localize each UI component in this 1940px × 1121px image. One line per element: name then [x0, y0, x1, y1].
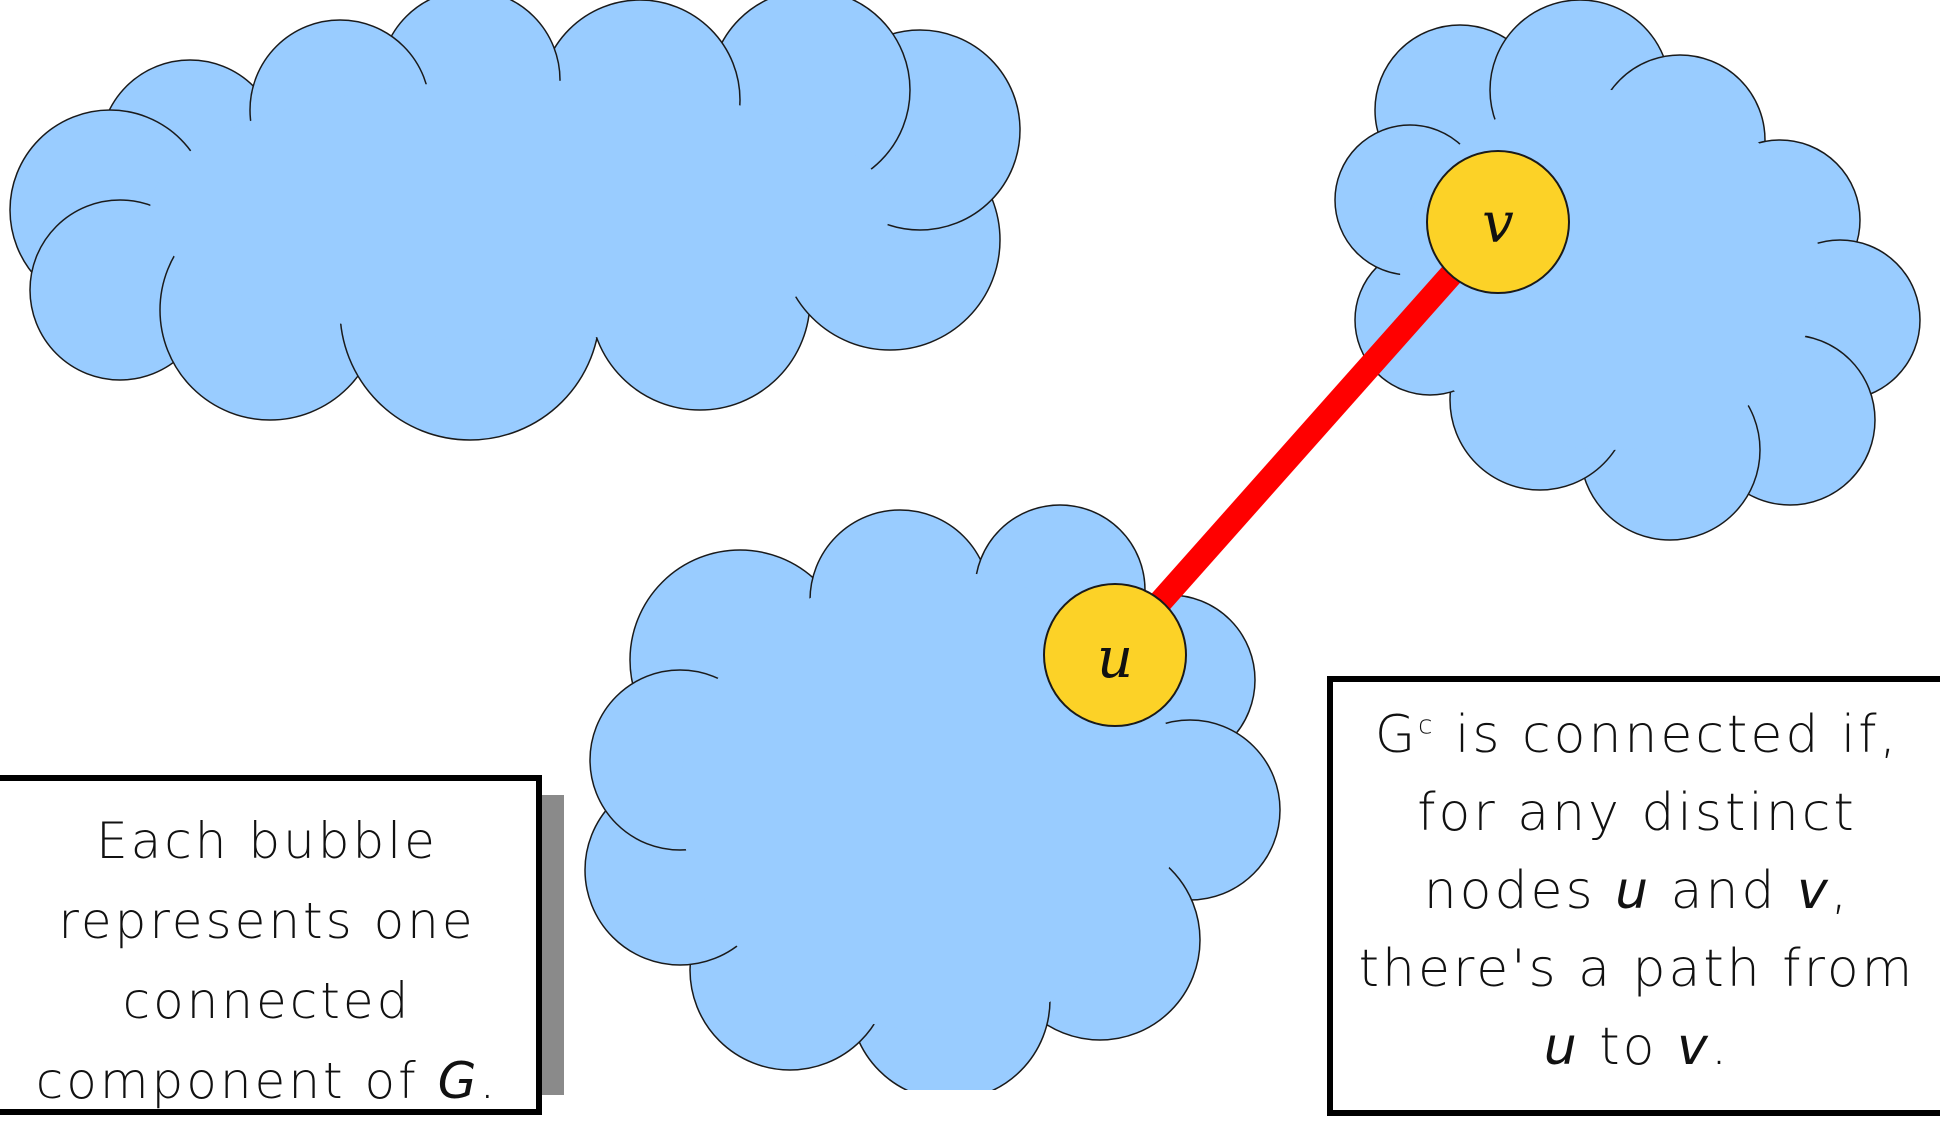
var-u: u — [1615, 861, 1652, 921]
right-note-line-2: for any distinct — [1417, 783, 1857, 843]
node-u[interactable]: u — [1043, 583, 1187, 727]
complement-superscript: c — [1418, 710, 1436, 741]
left-note-line-4-suffix: . — [479, 1052, 499, 1110]
right-note-line-4: there's a path from — [1358, 939, 1916, 999]
var-v: v — [1796, 861, 1831, 921]
right-note-line-3-mid: and — [1651, 861, 1797, 921]
node-u-circle — [1043, 583, 1187, 727]
right-note-line-3: nodes u and v, — [1333, 852, 1940, 930]
graph-var-g: G — [437, 1052, 480, 1110]
right-note-line-1-rest: is connected if, — [1435, 705, 1900, 765]
left-note-line-4-prefix: component of — [35, 1052, 438, 1110]
bubble-top-left — [9, 0, 1021, 441]
node-v[interactable]: v — [1426, 150, 1570, 294]
left-note-shadow — [542, 795, 564, 1095]
bubble-bottom — [584, 504, 1281, 1090]
left-note-line-1: Each bubble — [96, 812, 438, 870]
right-note-line-5-mid: to — [1579, 1017, 1677, 1077]
right-note-line-3-suffix: , — [1830, 861, 1851, 921]
left-note-line-3: connected — [122, 972, 412, 1030]
node-v-label: v — [1482, 191, 1514, 256]
left-note: Each bubble represents one connected com… — [0, 775, 542, 1115]
right-note-line-5-suffix: . — [1710, 1017, 1731, 1077]
left-note-line-4: component of G. — [0, 1041, 536, 1121]
complement-var-g: G — [1374, 705, 1419, 765]
edge-u-v — [1106, 214, 1507, 661]
var-u: u — [1543, 1017, 1580, 1077]
diagram-canvas: v u — [9, 0, 1921, 1090]
left-note-line-2: represents one — [58, 892, 476, 950]
right-note: Gc is connected if, for any distinct nod… — [1327, 676, 1940, 1116]
right-note-line-5: u to v. — [1333, 1008, 1940, 1086]
bubble-top-right — [1334, 0, 1921, 541]
var-v: v — [1676, 1017, 1711, 1077]
right-note-line-3-prefix: nodes — [1423, 861, 1616, 921]
node-u-label: u — [1097, 626, 1133, 691]
right-note-line-1: Gc is connected if, — [1333, 696, 1940, 774]
node-v-circle — [1426, 150, 1570, 294]
